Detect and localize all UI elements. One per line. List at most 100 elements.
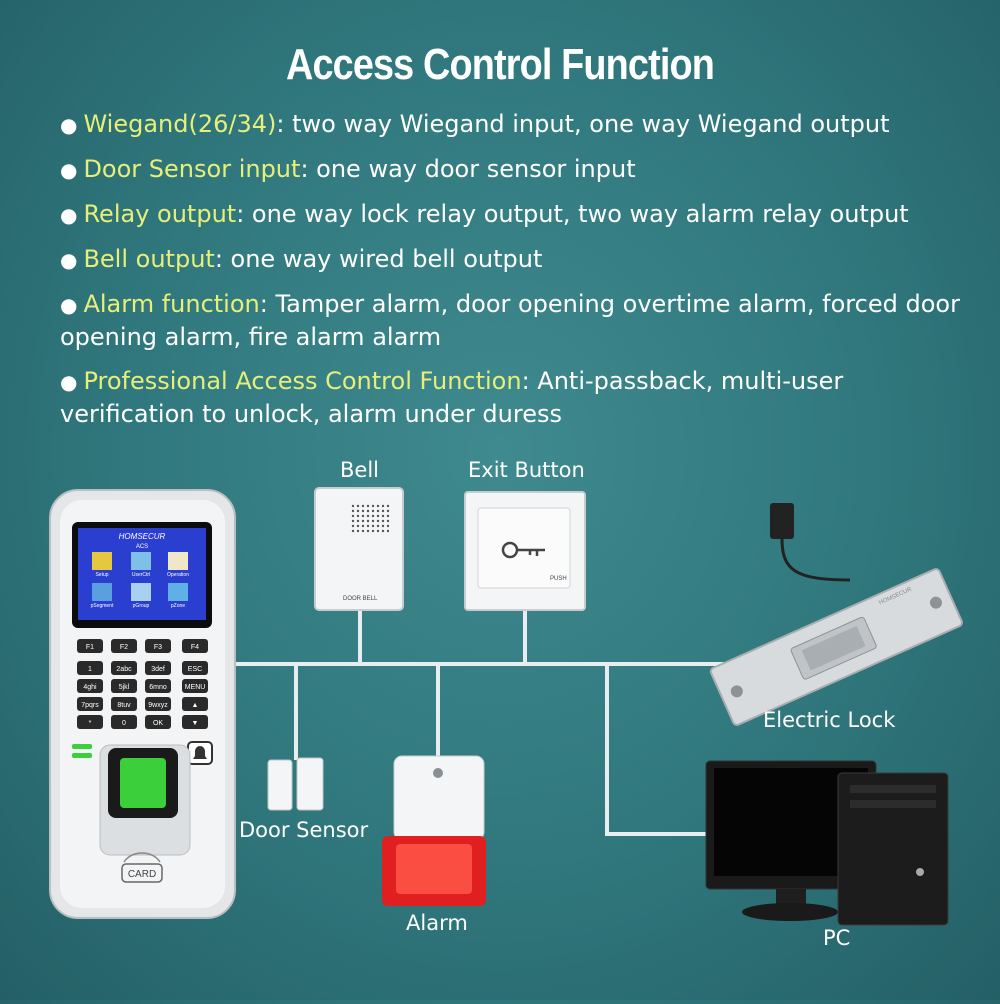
power-button (916, 868, 924, 876)
screw-hole (730, 685, 743, 698)
screen-model: ACS (136, 544, 148, 550)
menu-icon-pzone (168, 583, 188, 601)
keypad-key-label: F1 (86, 644, 94, 651)
feature-item: ●Professional Access Control Function: A… (60, 365, 960, 430)
feature-item: ●Bell output: one way wired bell output (60, 243, 960, 276)
feature-highlight: Door Sensor input (83, 155, 301, 183)
feature-highlight: Relay output (83, 200, 237, 228)
wiring-diagram: HOMSECUR ACS Setup UserCtrl Operation pS… (0, 440, 1000, 1000)
pc-label: PC (823, 926, 851, 950)
keypad-key-label: 5jkl (119, 684, 130, 691)
grille-dot (381, 514, 385, 518)
alarm-label: Alarm (406, 911, 468, 935)
grille-dot (381, 529, 385, 533)
card-reader: CARD (121, 852, 163, 883)
grille-dot (351, 529, 355, 533)
feature-item: ●Alarm function: Tamper alarm, door open… (60, 288, 960, 353)
pc-tower (837, 772, 949, 926)
grille-dot (376, 514, 380, 518)
keypad-key: * (77, 715, 103, 729)
keypad-key-label: 4ghi (83, 684, 97, 691)
grille-dot (381, 504, 385, 508)
wiring-svg: HOMSECUR ACS Setup UserCtrl Operation pS… (49, 487, 963, 926)
keypad-key: F1 (77, 639, 103, 653)
bell-device-text: DOOR BELL (343, 596, 378, 602)
push-text: PUSH (550, 576, 567, 582)
bell-label: Bell (340, 458, 379, 482)
grille-dot (361, 524, 365, 528)
keypad-key: F3 (145, 639, 171, 653)
keypad-key: 7pqrs (77, 697, 103, 711)
bullet-icon: ● (60, 203, 78, 227)
grille-dot (381, 509, 385, 513)
grille-dot (356, 529, 360, 533)
menu-icon-setup (92, 552, 112, 570)
bullet-icon: ● (60, 293, 78, 317)
wires (235, 610, 760, 836)
grille-dot (356, 504, 360, 508)
menu-label: pZone (171, 603, 185, 609)
door-sensor-device (267, 757, 324, 811)
alarm-siren-device (382, 755, 486, 906)
feature-item: ●Wiegand(26/34): two way Wiegand input, … (60, 108, 960, 141)
grille-dot (381, 519, 385, 523)
keypad-key: OK (145, 715, 171, 729)
bell-icon (193, 746, 207, 759)
lock-power-module (770, 503, 794, 539)
keypad-key: ESC (182, 661, 208, 675)
keypad-key-label: 2abc (116, 666, 132, 673)
grille-dot (366, 509, 370, 513)
feature-list: ●Wiegand(26/34): two way Wiegand input, … (60, 108, 960, 442)
speaker-grille (351, 504, 390, 533)
keypad-key-label: F2 (120, 644, 128, 651)
grille-dot (356, 519, 360, 523)
grille-dot (371, 504, 375, 508)
keypad-key-label: * (89, 720, 92, 727)
feature-highlight: Alarm function (83, 290, 260, 318)
grille-dot (386, 519, 390, 523)
keypad-key: 8tuv (111, 697, 137, 711)
grille-dot (386, 514, 390, 518)
page-title: Access Control Function (285, 40, 715, 89)
lock-cable (780, 538, 851, 582)
grille-dot (371, 524, 375, 528)
keypad-key-label: 6mno (149, 684, 167, 691)
keypad-key-label: ▼ (192, 720, 199, 727)
menu-label: Setup (95, 572, 108, 578)
menu-label: pGroup (133, 603, 150, 609)
access-terminal: HOMSECUR ACS Setup UserCtrl Operation pS… (49, 489, 236, 919)
keypad-key: MENU (182, 679, 208, 693)
keypad-key-label: 3def (151, 666, 165, 673)
grille-dot (386, 504, 390, 508)
pc-device (705, 760, 949, 926)
keypad-key: ▼ (182, 715, 208, 729)
grille-dot (376, 524, 380, 528)
menu-icon-psegment (92, 583, 112, 601)
feature-item: ●Door Sensor input: one way door sensor … (60, 153, 960, 186)
keypad-key-label: ESC (188, 666, 202, 673)
keypad-key-label: 0 (122, 720, 126, 727)
screen-menu-icons (92, 552, 188, 601)
grille-dot (356, 514, 360, 518)
keypad-key: 9wxyz (145, 697, 171, 711)
feature-text: : one way door sensor input (300, 155, 636, 183)
electric-lock-label: Electric Lock (763, 708, 896, 732)
grille-dot (381, 524, 385, 528)
grille-dot (376, 509, 380, 513)
grille-dot (366, 529, 370, 533)
bullet-icon: ● (60, 158, 78, 182)
keypad-key: 0 (111, 715, 137, 729)
exit-button-label: Exit Button (468, 458, 585, 482)
screen-brand: HOMSECUR (119, 532, 166, 541)
grille-dot (371, 509, 375, 513)
keypad-key: F2 (111, 639, 137, 653)
keypad-key-label: 7pqrs (81, 702, 99, 709)
grille-dot (361, 509, 365, 513)
keypad-key-label: MENU (185, 684, 206, 691)
grille-dot (356, 509, 360, 513)
keypad-key: 3def (145, 661, 171, 675)
grille-dot (376, 519, 380, 523)
feature-text: : two way Wiegand input, one way Wiegand… (276, 110, 890, 138)
keypad-key-label: F3 (154, 644, 162, 651)
grille-dot (371, 519, 375, 523)
